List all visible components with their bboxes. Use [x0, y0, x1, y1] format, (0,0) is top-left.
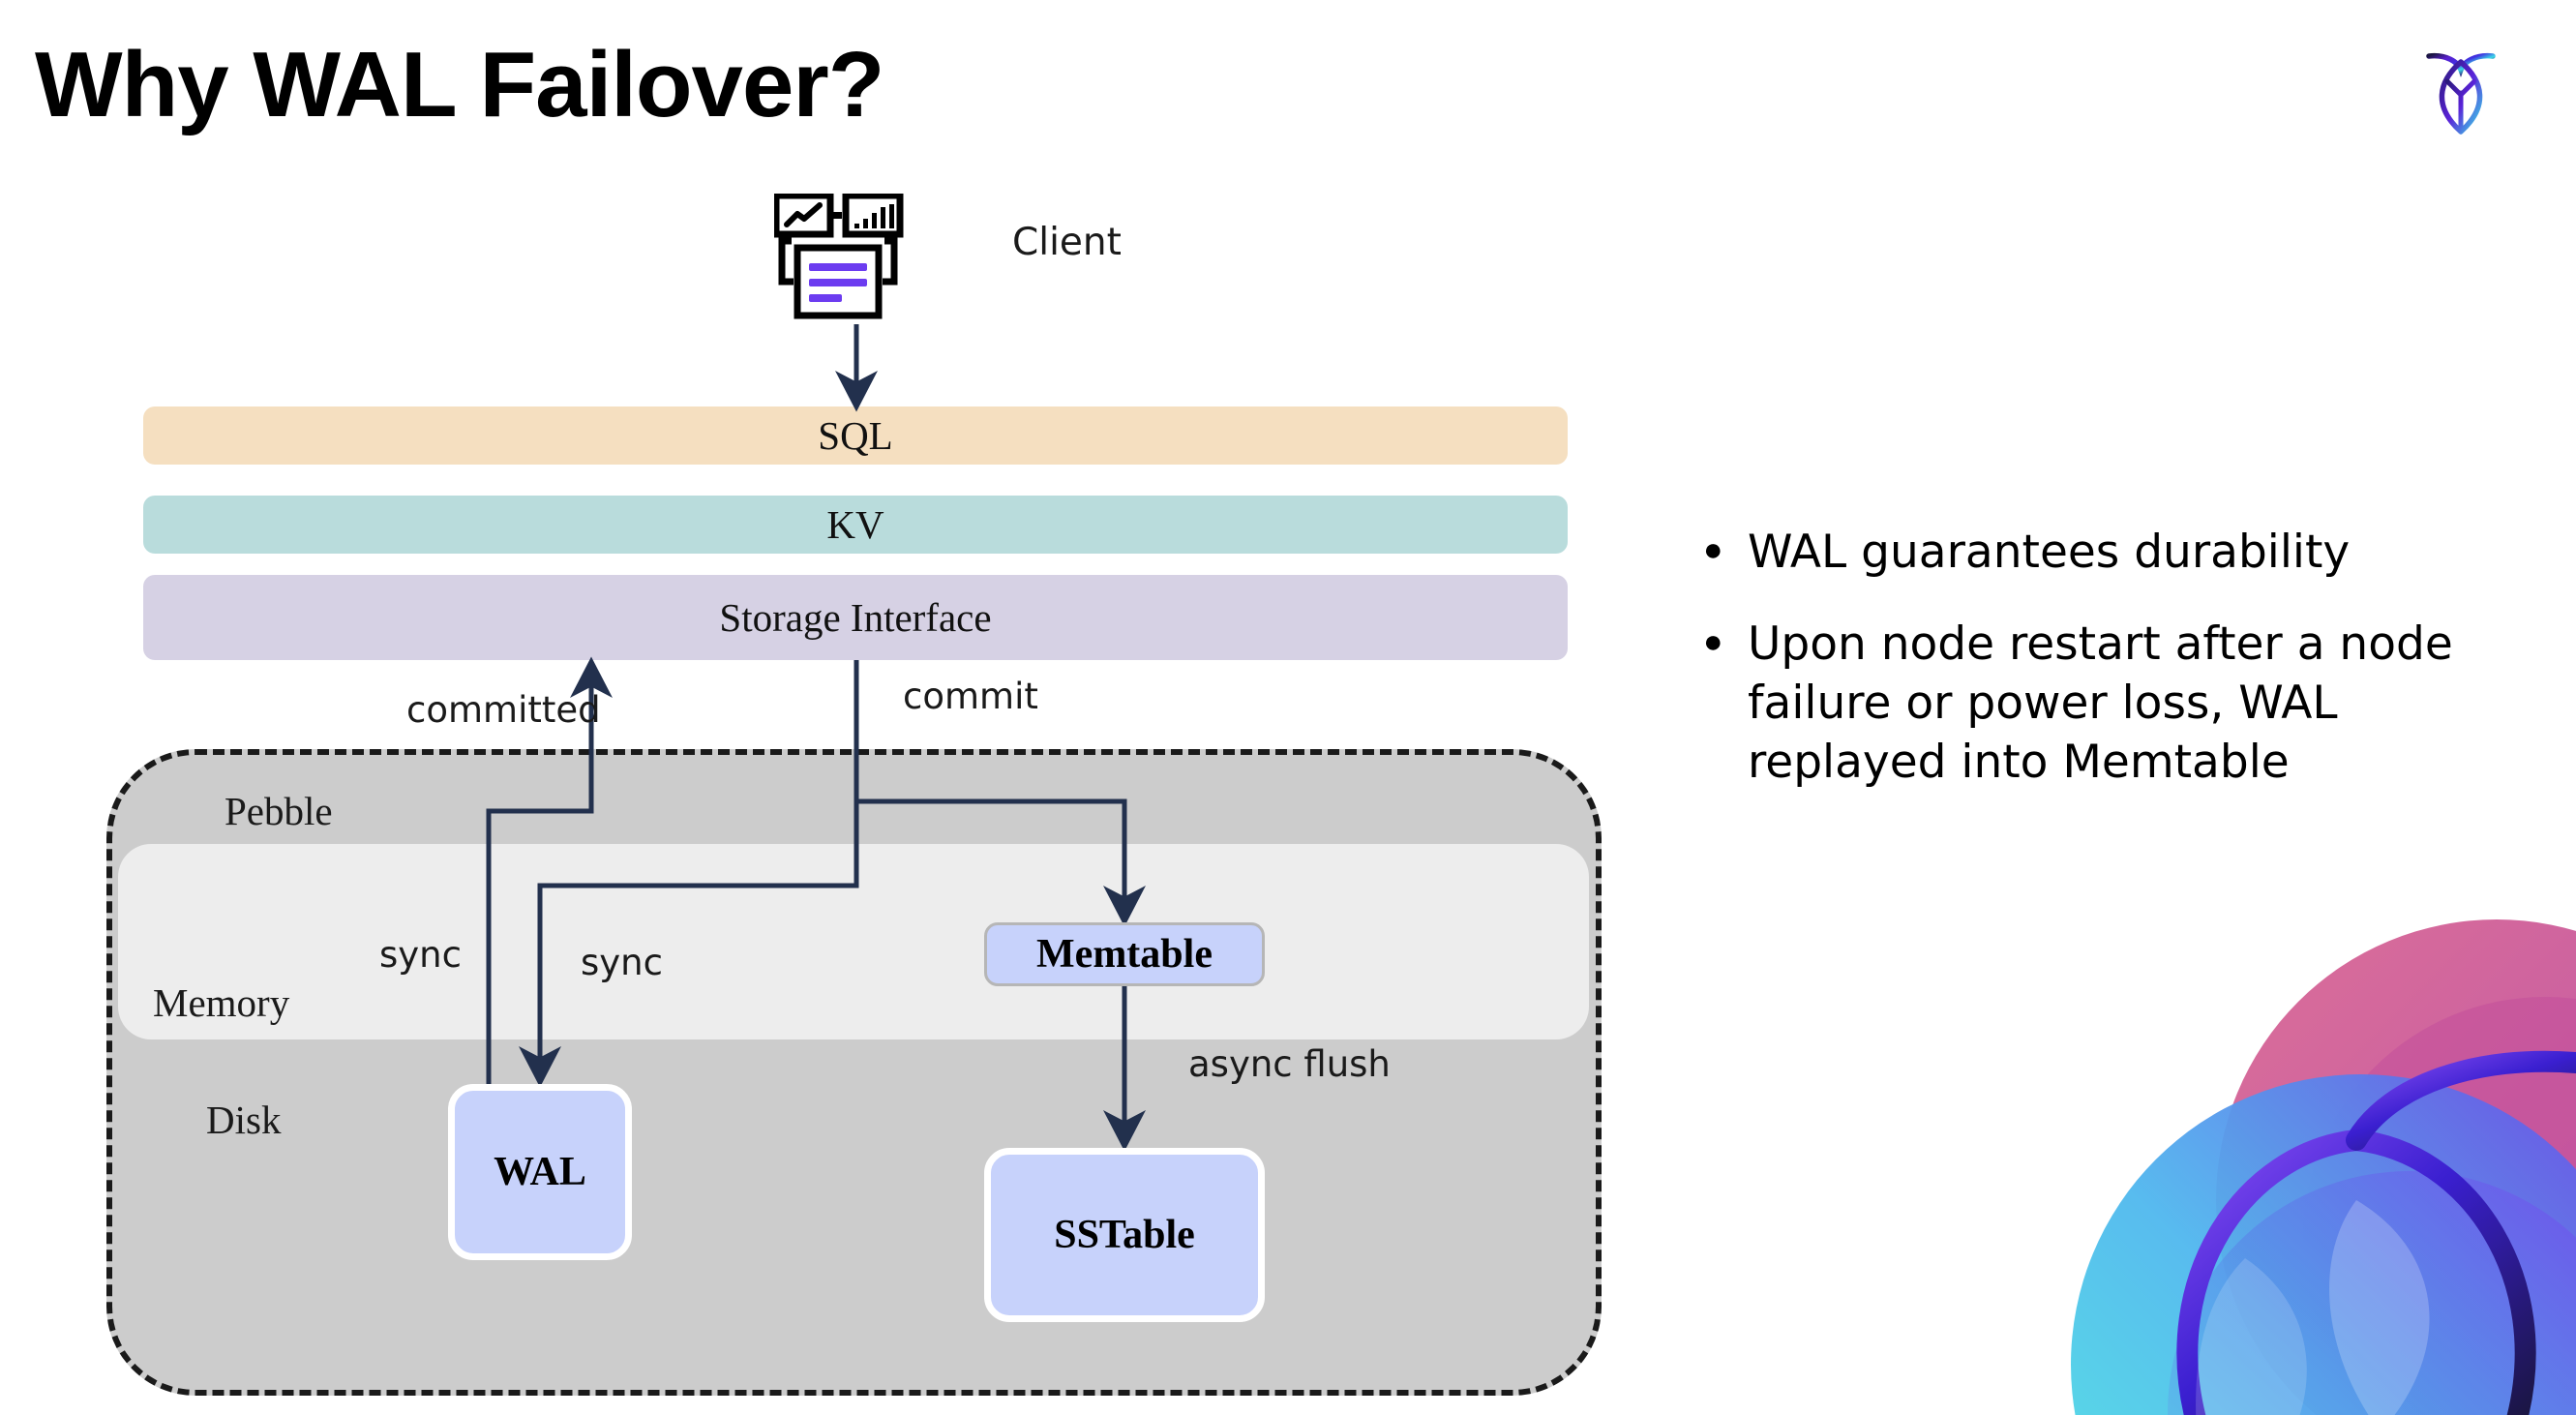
layer-bar-kv: KV: [143, 496, 1568, 554]
bullet-marker-icon: ●: [1703, 623, 1723, 661]
layer-bar-storage-interface: Storage Interface: [143, 575, 1568, 660]
entity-memtable: Memtable: [984, 922, 1265, 986]
layer-label-sql: SQL: [818, 413, 893, 458]
layer-label-storage-interface: Storage Interface: [719, 595, 992, 640]
bullet-list: ● WAL guarantees durability ● Upon node …: [1703, 523, 2506, 825]
disk-label: Disk: [206, 1098, 282, 1142]
bullet-text: WAL guarantees durability: [1748, 526, 2351, 579]
memory-zone: [118, 844, 1589, 1039]
entity-wal: WAL: [448, 1084, 632, 1260]
memory-label: Memory: [153, 980, 290, 1025]
layer-bar-sql: SQL: [143, 406, 1568, 465]
entity-sstable: SSTable: [984, 1148, 1265, 1322]
entity-label-memtable: Memtable: [1036, 932, 1213, 977]
bullet-text: Upon node restart after a node failure o…: [1748, 617, 2453, 790]
entity-label-sstable: SSTable: [1054, 1213, 1195, 1257]
decorative-corner-artwork: [1955, 910, 2576, 1415]
edge-label-sync-right: sync: [581, 942, 663, 983]
cockroachdb-logo: [2408, 37, 2514, 153]
pebble-label: Pebble: [225, 789, 333, 833]
bullet-marker-icon: ●: [1703, 531, 1723, 568]
client-dashboard-icon: [772, 192, 929, 324]
edge-label-async-flush: async flush: [1188, 1043, 1391, 1085]
edge-label-committed: committed: [406, 689, 601, 731]
list-item: ● Upon node restart after a node failure…: [1703, 615, 2506, 792]
entity-label-wal: WAL: [494, 1150, 586, 1194]
client-label: Client: [1012, 221, 1122, 264]
list-item: ● WAL guarantees durability: [1703, 523, 2506, 582]
page-title: Why WAL Failover?: [35, 33, 884, 136]
edge-label-commit: commit: [903, 676, 1038, 717]
edge-label-sync-left: sync: [379, 934, 462, 976]
layer-label-kv: KV: [826, 502, 884, 547]
